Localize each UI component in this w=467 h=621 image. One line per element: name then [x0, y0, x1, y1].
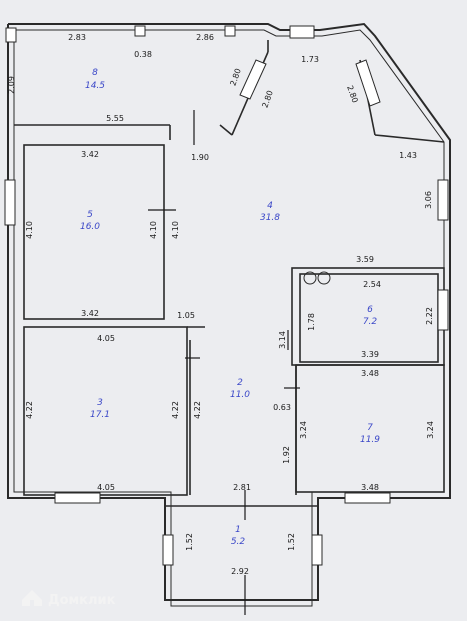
dim-label: 1.05 — [177, 311, 195, 320]
house-icon — [22, 590, 42, 606]
dim-label: 1.90 — [191, 153, 209, 162]
dim-label: 3.24 — [426, 421, 435, 439]
room-4-area: 31.8 — [260, 213, 280, 223]
dim-label: 1.73 — [301, 55, 319, 64]
dim-label: 1.52 — [185, 533, 194, 551]
dim-label: 1.78 — [307, 313, 316, 331]
room-1-number: 1 — [235, 525, 241, 535]
room-7-number: 7 — [367, 423, 373, 433]
domklik-logo: Домклик — [22, 590, 116, 608]
dim-label: 3.24 — [299, 421, 308, 439]
dim-label: 3.14 — [278, 331, 287, 349]
room-8-area: 14.5 — [85, 81, 105, 91]
dim-label: 2.54 — [363, 280, 381, 289]
dim-label: 0.63 — [273, 403, 291, 412]
dim-label: 0.38 — [134, 50, 152, 59]
room-labels: 8 14.5 5 16.0 4 31.8 6 7.2 3 17.1 2 11.0… — [80, 68, 380, 547]
room-4-number: 4 — [267, 201, 273, 211]
dim-label: 3.48 — [361, 369, 379, 378]
room-5-number: 5 — [87, 210, 93, 220]
dim-label: 3.06 — [424, 191, 433, 209]
dim-label: 4.10 — [25, 221, 34, 239]
dim-label: 2.92 — [231, 567, 249, 576]
room-3-area: 17.1 — [90, 410, 110, 420]
watermark-text: Домклик — [48, 593, 116, 608]
dim-label: 2.80 — [260, 89, 275, 109]
dim-label: 2.81 — [233, 483, 251, 492]
room-2-area: 11.0 — [230, 390, 250, 400]
dim-label: 4.22 — [171, 401, 180, 419]
room-8-number: 8 — [92, 68, 98, 78]
dim-label: 3.42 — [81, 150, 99, 159]
dim-label: 2.09 — [7, 76, 16, 94]
dim-label: 3.59 — [356, 255, 374, 264]
dim-label: 2.83 — [68, 33, 86, 42]
dim-label: 4.22 — [193, 401, 202, 419]
bathroom-fixtures — [303, 271, 331, 285]
room-7-area: 11.9 — [360, 435, 380, 445]
room-1-area: 5.2 — [231, 537, 246, 547]
exterior-walls — [7, 22, 451, 607]
dim-label: 3.48 — [361, 483, 379, 492]
room-6-area: 7.2 — [363, 317, 378, 327]
room-3-number: 3 — [97, 398, 103, 408]
dim-label: 3.42 — [81, 309, 99, 318]
dim-label: 4.05 — [97, 334, 115, 343]
dim-label: 5.55 — [106, 114, 124, 123]
door-markers — [148, 110, 300, 615]
room-5-area: 16.0 — [80, 222, 100, 232]
windows — [4, 25, 449, 566]
dim-label: 1.52 — [287, 533, 296, 551]
dim-label: 2.86 — [196, 33, 214, 42]
room-2-number: 2 — [237, 378, 243, 388]
room-6-number: 6 — [367, 305, 373, 315]
dim-label: 1.43 — [399, 151, 417, 160]
dim-label: 2.22 — [425, 307, 434, 325]
dimension-labels: 2.83 0.38 2.86 1.73 2.09 2.80 2.80 2.80 … — [7, 33, 435, 576]
dim-label: 2.80 — [345, 84, 360, 104]
dim-label: 4.10 — [171, 221, 180, 239]
dim-label: 2.80 — [228, 67, 243, 87]
dim-label: 4.22 — [25, 401, 34, 419]
dim-label: 1.92 — [282, 446, 291, 464]
dim-label: 4.10 — [149, 221, 158, 239]
dim-label: 4.05 — [97, 483, 115, 492]
dim-label: 3.39 — [361, 350, 379, 359]
